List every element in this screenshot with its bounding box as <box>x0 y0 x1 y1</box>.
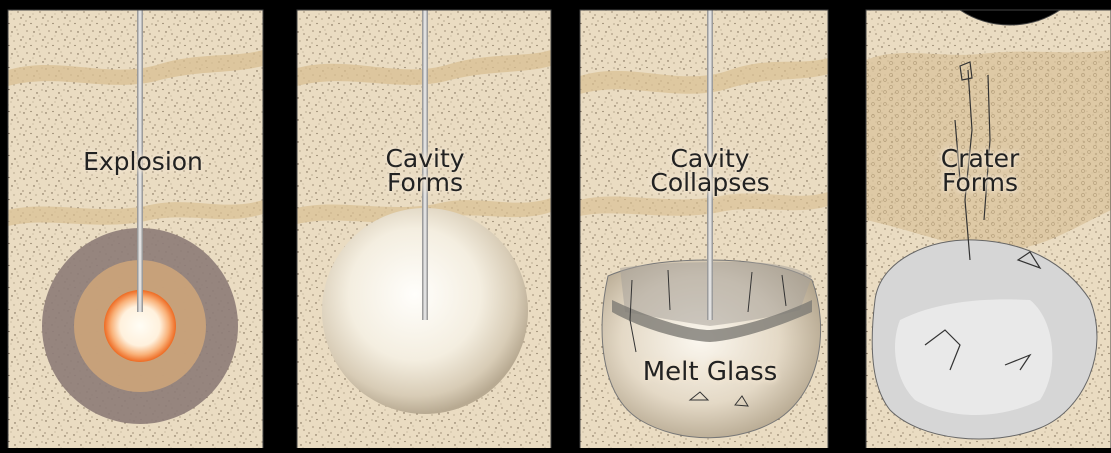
label-line: Explosion <box>63 150 223 174</box>
label-melt-glass: Melt Glass <box>621 360 799 384</box>
panel-cavity-forms <box>297 0 551 448</box>
label-crater-forms: Crater Forms <box>900 147 1060 195</box>
label-line: Forms <box>900 171 1060 195</box>
label-cavity-forms: Cavity Forms <box>345 147 505 195</box>
label-line: Collapses <box>630 171 790 195</box>
label-explosion: Explosion <box>63 150 223 174</box>
panel-explosion <box>8 0 263 448</box>
label-line: Melt Glass <box>621 360 799 384</box>
label-cavity-collapses: Cavity Collapses <box>630 147 790 195</box>
label-line: Forms <box>345 171 505 195</box>
panel-crater-forms <box>866 10 1111 448</box>
